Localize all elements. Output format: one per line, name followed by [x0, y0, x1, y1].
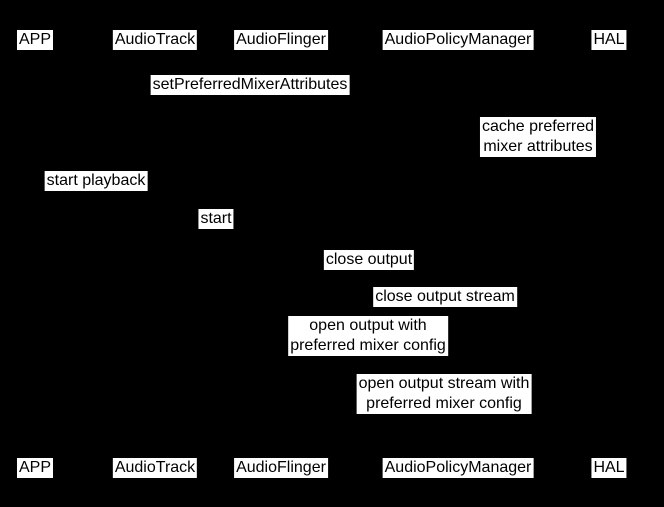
message-close-output: close output: [323, 250, 415, 270]
participant-audiotrack-bottom: AudioTrack: [112, 458, 198, 478]
message-start-playback: start playback: [44, 171, 148, 191]
message-line: mixer attributes: [483, 138, 593, 155]
message-set-preferred-mixer-attributes: setPreferredMixerAttributes: [150, 75, 350, 95]
participant-hal-bottom: HAL: [591, 458, 627, 478]
message-close-output-stream: close output stream: [373, 287, 517, 307]
participant-audioflinger-top: AudioFlinger: [234, 30, 328, 50]
message-open-output-with-preferred-mixer-config: open output with preferred mixer config: [288, 316, 448, 356]
message-open-output-stream-with-preferred-mixer-config: open output stream with preferred mixer …: [356, 374, 532, 414]
participant-audiotrack-top: AudioTrack: [112, 30, 198, 50]
message-line: preferred mixer config: [366, 395, 522, 412]
message-cache-preferred-mixer-attributes: cache preferred mixer attributes: [479, 117, 597, 157]
message-line: open output with: [309, 317, 427, 334]
message-line: cache preferred: [481, 118, 595, 135]
participant-audioflinger-bottom: AudioFlinger: [234, 458, 328, 478]
message-line: open output stream with: [358, 375, 530, 392]
message-start: start: [198, 209, 234, 229]
participant-app-bottom: APP: [16, 458, 54, 478]
participant-app-top: APP: [16, 30, 54, 50]
message-line: preferred mixer config: [290, 337, 446, 354]
participant-audiopolicymanager-bottom: AudioPolicyManager: [382, 458, 534, 478]
participant-audiopolicymanager-top: AudioPolicyManager: [382, 30, 534, 50]
participant-hal-top: HAL: [591, 30, 627, 50]
